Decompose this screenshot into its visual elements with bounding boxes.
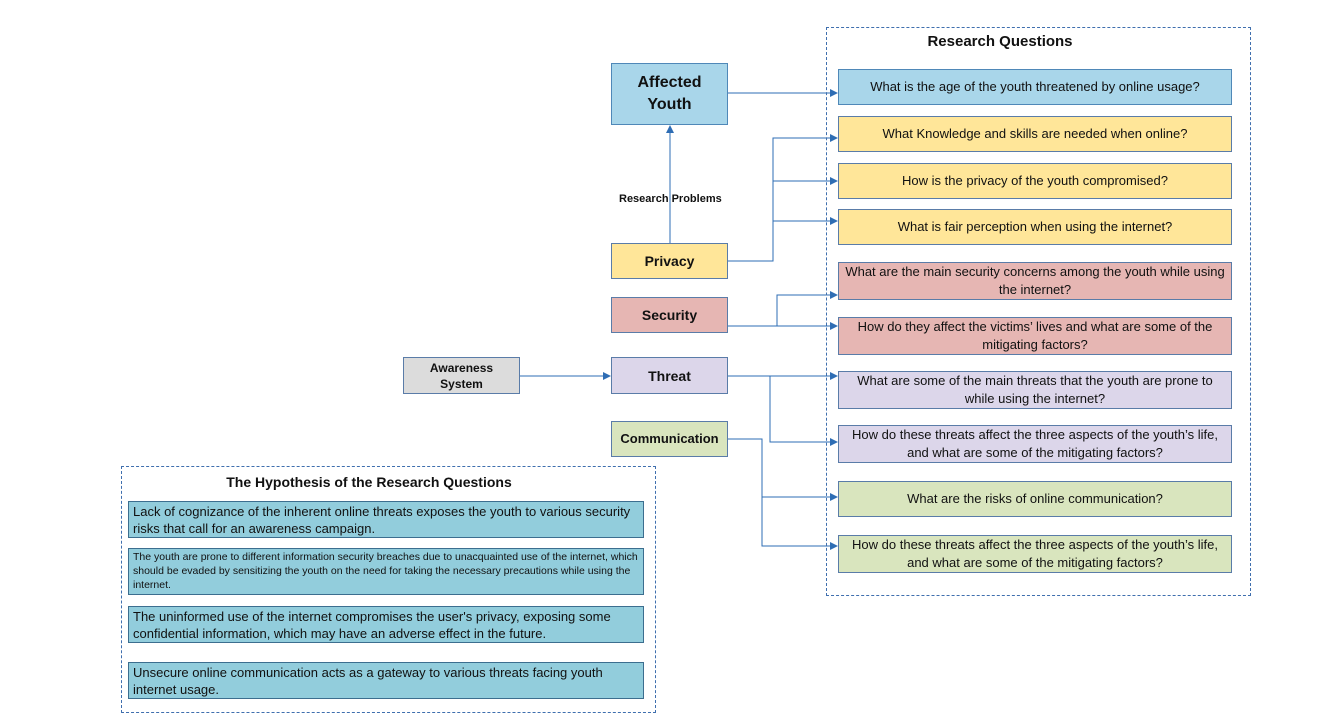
research-questions-panel <box>826 27 1251 596</box>
arrow-communication-q9 <box>728 438 838 501</box>
hypothesis-box: Unsecure online communication acts as a … <box>128 662 644 699</box>
node-affected-youth: Affected Youth <box>611 63 728 125</box>
node-threat: Threat <box>611 357 728 394</box>
arrow-security-q5 <box>728 291 838 327</box>
question-box: How do they affect the victims’ lives an… <box>838 317 1232 355</box>
question-box: What is fair perception when using the i… <box>838 209 1232 245</box>
question-box: What are the main security concerns amon… <box>838 262 1232 300</box>
node-security: Security <box>611 297 728 333</box>
question-box: How do these threats affect the three as… <box>838 425 1232 463</box>
hypothesis-box: Lack of cognizance of the inherent onlin… <box>128 501 644 538</box>
arrow-privacy-q2 <box>728 134 838 262</box>
node-privacy: Privacy <box>611 243 728 279</box>
hypothesis-panel <box>121 466 656 713</box>
hypothesis-title: The Hypothesis of the Research Questions <box>226 474 512 490</box>
research-problems-label: Research Problems <box>619 193 722 205</box>
question-box: What are some of the main threats that t… <box>838 371 1232 409</box>
question-box: What are the risks of online communicati… <box>838 481 1232 517</box>
hypothesis-box: The youth are prone to different informa… <box>128 548 644 595</box>
question-box: What Knowledge and skills are needed whe… <box>838 116 1232 152</box>
node-communication: Communication <box>611 421 728 457</box>
question-box: What is the age of the youth threatened … <box>838 69 1232 105</box>
hypothesis-box: The uninformed use of the internet compr… <box>128 606 644 643</box>
node-awareness-system: Awareness System <box>403 357 520 394</box>
question-box: How do these threats affect the three as… <box>838 535 1232 573</box>
research-questions-title: Research Questions <box>927 33 1073 50</box>
question-box: How is the privacy of the youth compromi… <box>838 163 1232 199</box>
